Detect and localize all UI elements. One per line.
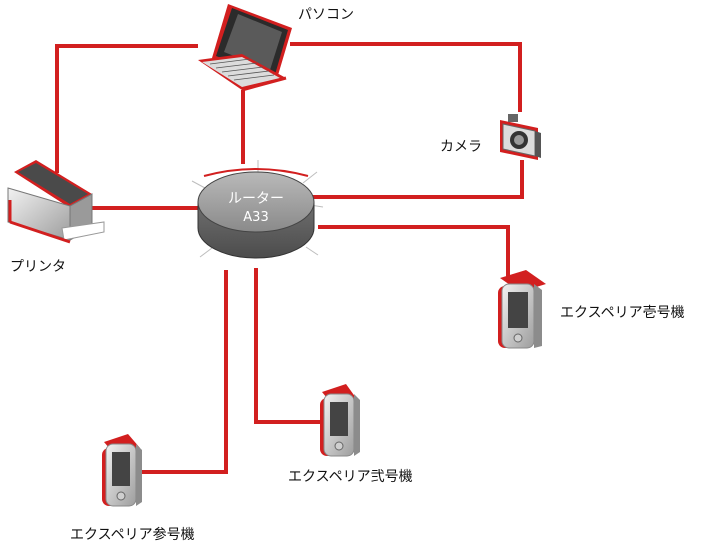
- link-pc-printer: [55, 44, 198, 173]
- printer-icon: [7, 160, 105, 244]
- link-phone2-router: [254, 268, 324, 424]
- router-icon: [191, 160, 324, 259]
- laptop-icon: [198, 4, 292, 92]
- printer-label: プリンタ: [10, 259, 66, 275]
- link-phone3-router: [140, 270, 228, 474]
- router-name-label: ルーター: [228, 191, 284, 207]
- router-model-label: A33: [243, 210, 269, 225]
- phone1-label: エクスペリア壱号機: [560, 305, 685, 321]
- phone3-label: エクスペリア参号機: [70, 527, 195, 543]
- phone3-icon: [102, 434, 142, 507]
- pc-label: パソコン: [298, 7, 354, 23]
- phone1-icon: [498, 270, 546, 349]
- link-pc-camera: [290, 42, 522, 112]
- link-phone1-router: [318, 225, 510, 278]
- connection-lines: [55, 42, 524, 474]
- camera-label: カメラ: [440, 139, 482, 155]
- phone2-icon: [320, 384, 360, 457]
- camera-icon: [500, 114, 541, 160]
- link-camera-router: [312, 160, 524, 199]
- phone2-label: エクスペリア弐号機: [288, 469, 413, 485]
